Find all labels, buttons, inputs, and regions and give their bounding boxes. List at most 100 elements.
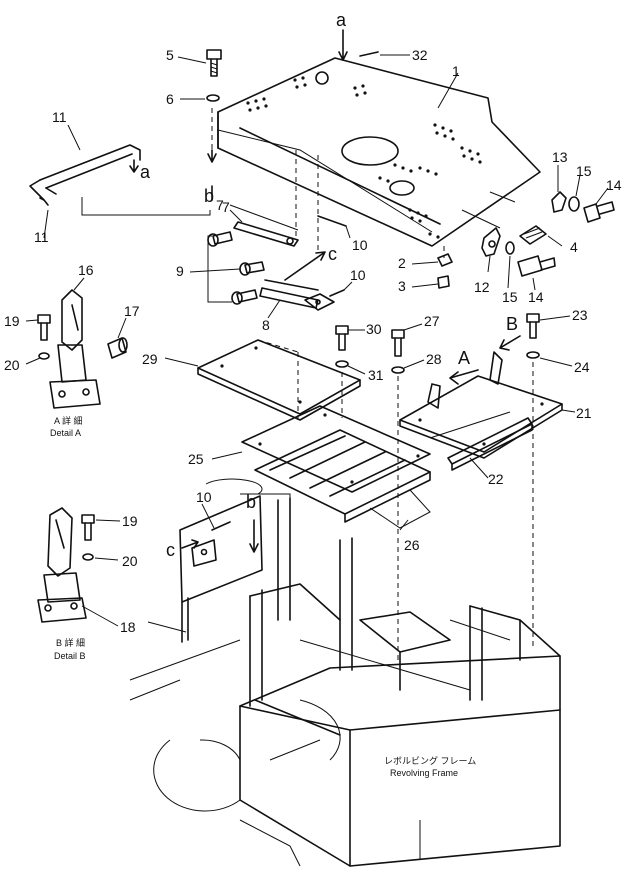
caption-detail-a-en: Detail A — [50, 428, 81, 438]
panel-25 — [241, 405, 431, 493]
label-4: 4 — [570, 239, 578, 255]
washer-15-lower — [505, 241, 515, 255]
arrow-c-lower — [181, 539, 199, 549]
label-27: 27 — [424, 313, 440, 329]
handle-11 — [29, 144, 211, 216]
caption-detail-b-jp: B 詳 細 — [56, 637, 85, 648]
pin-9-lower — [231, 289, 258, 305]
plate-21 — [399, 375, 563, 459]
pin-9-middle — [239, 261, 265, 276]
label-24: 24 — [574, 359, 590, 375]
arrow-b-lower — [249, 519, 259, 553]
washer-15-upper — [568, 196, 580, 212]
caption-frame-jp: レボルビング フレーム — [384, 755, 476, 766]
label-19-a: 19 — [4, 313, 20, 329]
label-12: 12 — [474, 279, 490, 295]
label-6: 6 — [166, 91, 174, 107]
label-8: 8 — [262, 317, 270, 333]
bolt-19-a — [37, 314, 51, 341]
detail-a-latch — [49, 289, 101, 409]
bolt-23 — [526, 313, 540, 339]
caption-frame-en: Revolving Frame — [390, 768, 458, 778]
pin-10-lower — [211, 521, 231, 531]
label-14-lower: 14 — [528, 289, 544, 305]
label-20-a: 20 — [4, 357, 20, 373]
label-10-lower: 10 — [196, 489, 212, 505]
label-22: 22 — [488, 471, 504, 487]
bolt-30 — [335, 325, 349, 351]
marker-A: A — [458, 348, 470, 368]
marker-labels: a a b 7 b c c A B — [140, 10, 518, 560]
captions: A 詳 細 Detail A B 詳 細 Detail B レボルビング フレー… — [50, 415, 476, 778]
label-15-upper: 15 — [576, 163, 592, 179]
marker-B: B — [506, 314, 518, 334]
marker-c-lower: c — [166, 540, 175, 560]
pin-9-upper — [207, 231, 233, 247]
washer-20-b — [82, 553, 94, 561]
label-2: 2 — [398, 255, 406, 271]
marker-b-lower: b — [246, 492, 256, 512]
label-7: 7 — [222, 199, 230, 215]
top-cover — [217, 57, 541, 247]
part-labels: 1 2 3 4 5 6 7 8 9 10 10 10 11 11 12 13 1… — [4, 47, 622, 635]
label-1: 1 — [452, 63, 460, 79]
label-10-upper: 10 — [352, 237, 368, 253]
marker-c-upper: c — [328, 244, 337, 264]
label-20-b: 20 — [122, 553, 138, 569]
label-28: 28 — [426, 351, 442, 367]
bolt-5 — [206, 49, 222, 77]
label-17: 17 — [124, 303, 140, 319]
latch-12 — [481, 227, 501, 257]
label-13: 13 — [552, 149, 568, 165]
bolt-14-upper — [583, 201, 615, 223]
washer-20-a — [38, 352, 50, 360]
caption-detail-b-en: Detail B — [54, 651, 86, 661]
label-9: 9 — [176, 263, 184, 279]
plate-29 — [197, 339, 361, 421]
label-11-upper: 11 — [52, 109, 67, 125]
label-19-b: 19 — [122, 513, 138, 529]
washer-28 — [391, 366, 405, 374]
pin-10-mid — [329, 289, 345, 297]
arrow-A — [449, 369, 479, 385]
latch-4 — [519, 225, 547, 245]
pin-10-upper — [317, 215, 347, 227]
rail-22 — [447, 417, 533, 471]
label-29: 29 — [142, 351, 158, 367]
frame-26 — [254, 429, 431, 529]
label-14-upper: 14 — [606, 177, 622, 193]
label-3: 3 — [398, 278, 406, 294]
label-11-lower: 11 — [34, 229, 49, 245]
bolt-3 — [437, 275, 450, 289]
nut-2 — [437, 253, 453, 267]
marker-b7-sub: 7 — [216, 197, 224, 213]
washer-6 — [206, 94, 220, 102]
bolt-19-b — [81, 514, 95, 541]
label-15-lower: 15 — [502, 289, 518, 305]
hinge-bracket-8 — [259, 279, 335, 311]
bolt-14-lower — [517, 255, 556, 277]
label-31: 31 — [368, 367, 384, 383]
label-10-mid: 10 — [350, 267, 366, 283]
revolving-frame — [129, 497, 561, 867]
label-21: 21 — [576, 405, 592, 421]
bolt-27 — [391, 329, 405, 357]
label-25: 25 — [188, 451, 204, 467]
label-26: 26 — [404, 537, 420, 553]
label-5: 5 — [166, 47, 174, 63]
support-bracket — [179, 478, 263, 643]
washer-24 — [526, 351, 540, 359]
label-23: 23 — [572, 307, 588, 323]
marker-a-top: a — [336, 10, 347, 30]
label-32: 32 — [412, 47, 428, 63]
marker-b-upper: b — [204, 186, 214, 206]
cap-17 — [107, 337, 128, 359]
hinge-plate-7 — [229, 204, 299, 247]
pin-32 — [359, 51, 379, 57]
cover-plate-13 — [551, 191, 567, 213]
detail-b-latch — [37, 507, 87, 623]
label-18: 18 — [120, 619, 136, 635]
label-30: 30 — [366, 321, 382, 337]
caption-detail-a-jp: A 詳 細 — [54, 415, 83, 426]
